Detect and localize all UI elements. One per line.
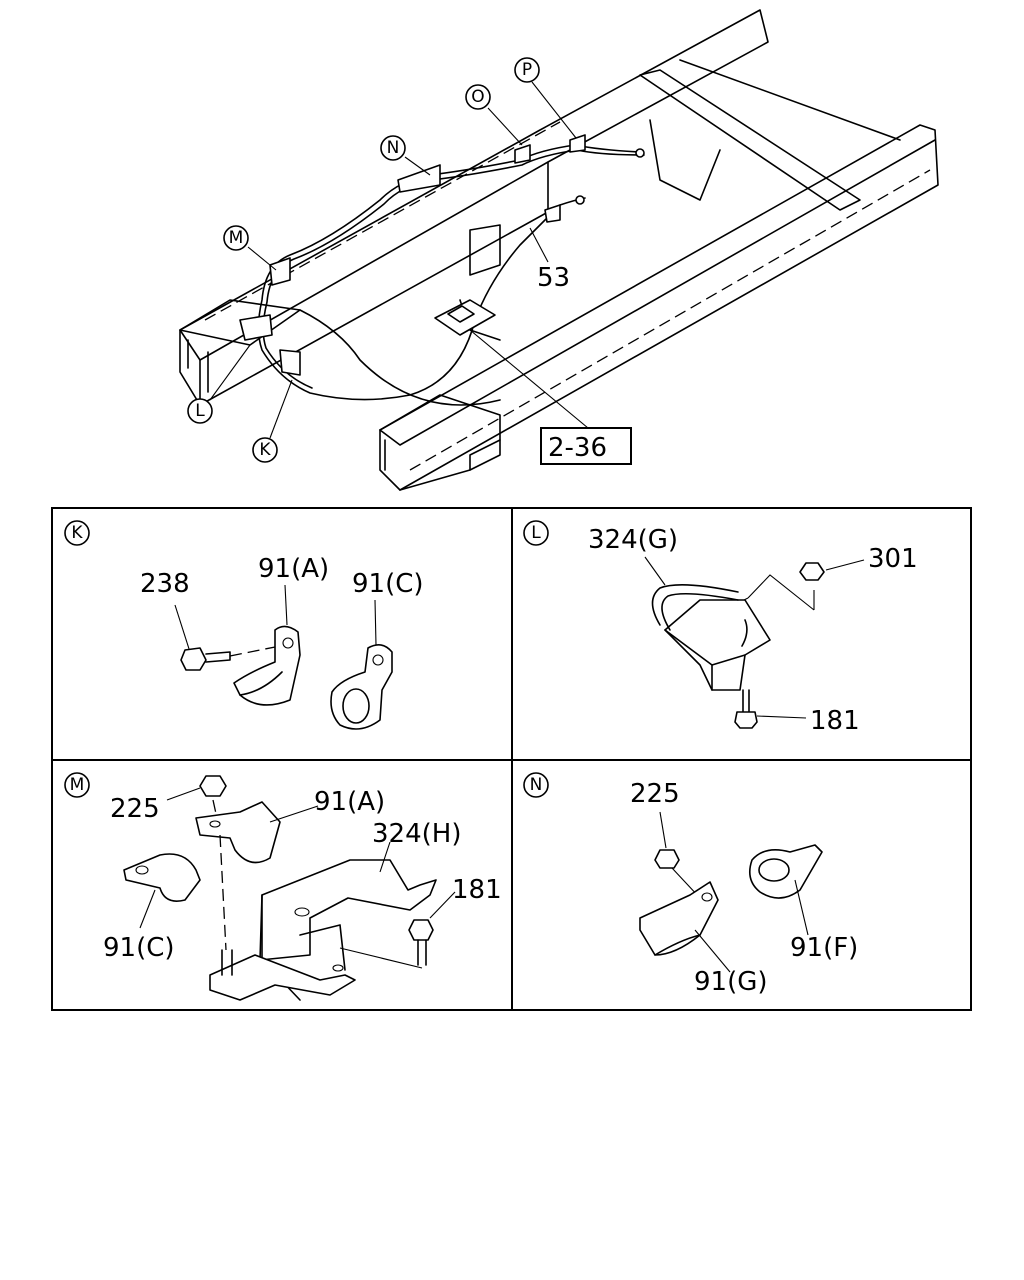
panel-m-label-225: 225 [110,794,160,824]
panel-l-label-181: 181 [810,706,860,736]
part-53-label: 53 [537,263,570,293]
callout-n: N [380,135,406,161]
panel-k-label-91c: 91(C) [352,569,424,599]
callout-o: O [465,84,491,110]
panel-l-label-301: 301 [868,544,918,574]
panel-k: K 238 91(A) 91(C) [64,520,424,730]
panel-m-label-91a: 91(A) [314,787,385,817]
svg-text:N: N [387,138,400,158]
svg-text:O: O [471,87,484,107]
svg-text:P: P [522,60,532,80]
panel-l-label-324g: 324(G) [588,525,678,555]
svg-text:L: L [195,401,205,421]
cable-routing [239,134,645,401]
panel-n-label-225: 225 [630,779,680,809]
panel-m: M 225 91(A) 324(H) 181 91(C) [64,772,502,1001]
callout-p: P [514,57,540,83]
panel-l: L 324(G) 301 181 [523,520,918,736]
overview-leaders [209,81,589,439]
svg-text:M: M [229,228,244,248]
svg-text:K: K [259,440,271,460]
panel-k-label-238: 238 [140,569,190,599]
panel-m-label-91c: 91(C) [103,933,175,963]
panel-n: N 225 91(F) 91(G) [523,772,858,997]
panel-k-label-91a: 91(A) [258,554,329,584]
panel-n-letter: N [530,775,543,795]
panel-m-label-181: 181 [452,875,502,905]
panel-k-letter: K [71,523,83,543]
panel-m-label-324h: 324(H) [372,819,461,849]
panel-n-label-91f: 91(F) [790,933,858,963]
detail-grid [51,507,972,1011]
callout-l: L [187,398,213,424]
panel-n-label-91g: 91(G) [694,967,768,997]
svg-text:2-36: 2-36 [548,433,607,463]
chassis-frame [179,9,939,491]
ref-box: 2-36 [540,427,632,465]
callout-k: K [252,437,278,463]
callout-m: M [223,225,249,251]
panel-l-letter: L [531,523,541,543]
panel-m-letter: M [70,775,85,795]
